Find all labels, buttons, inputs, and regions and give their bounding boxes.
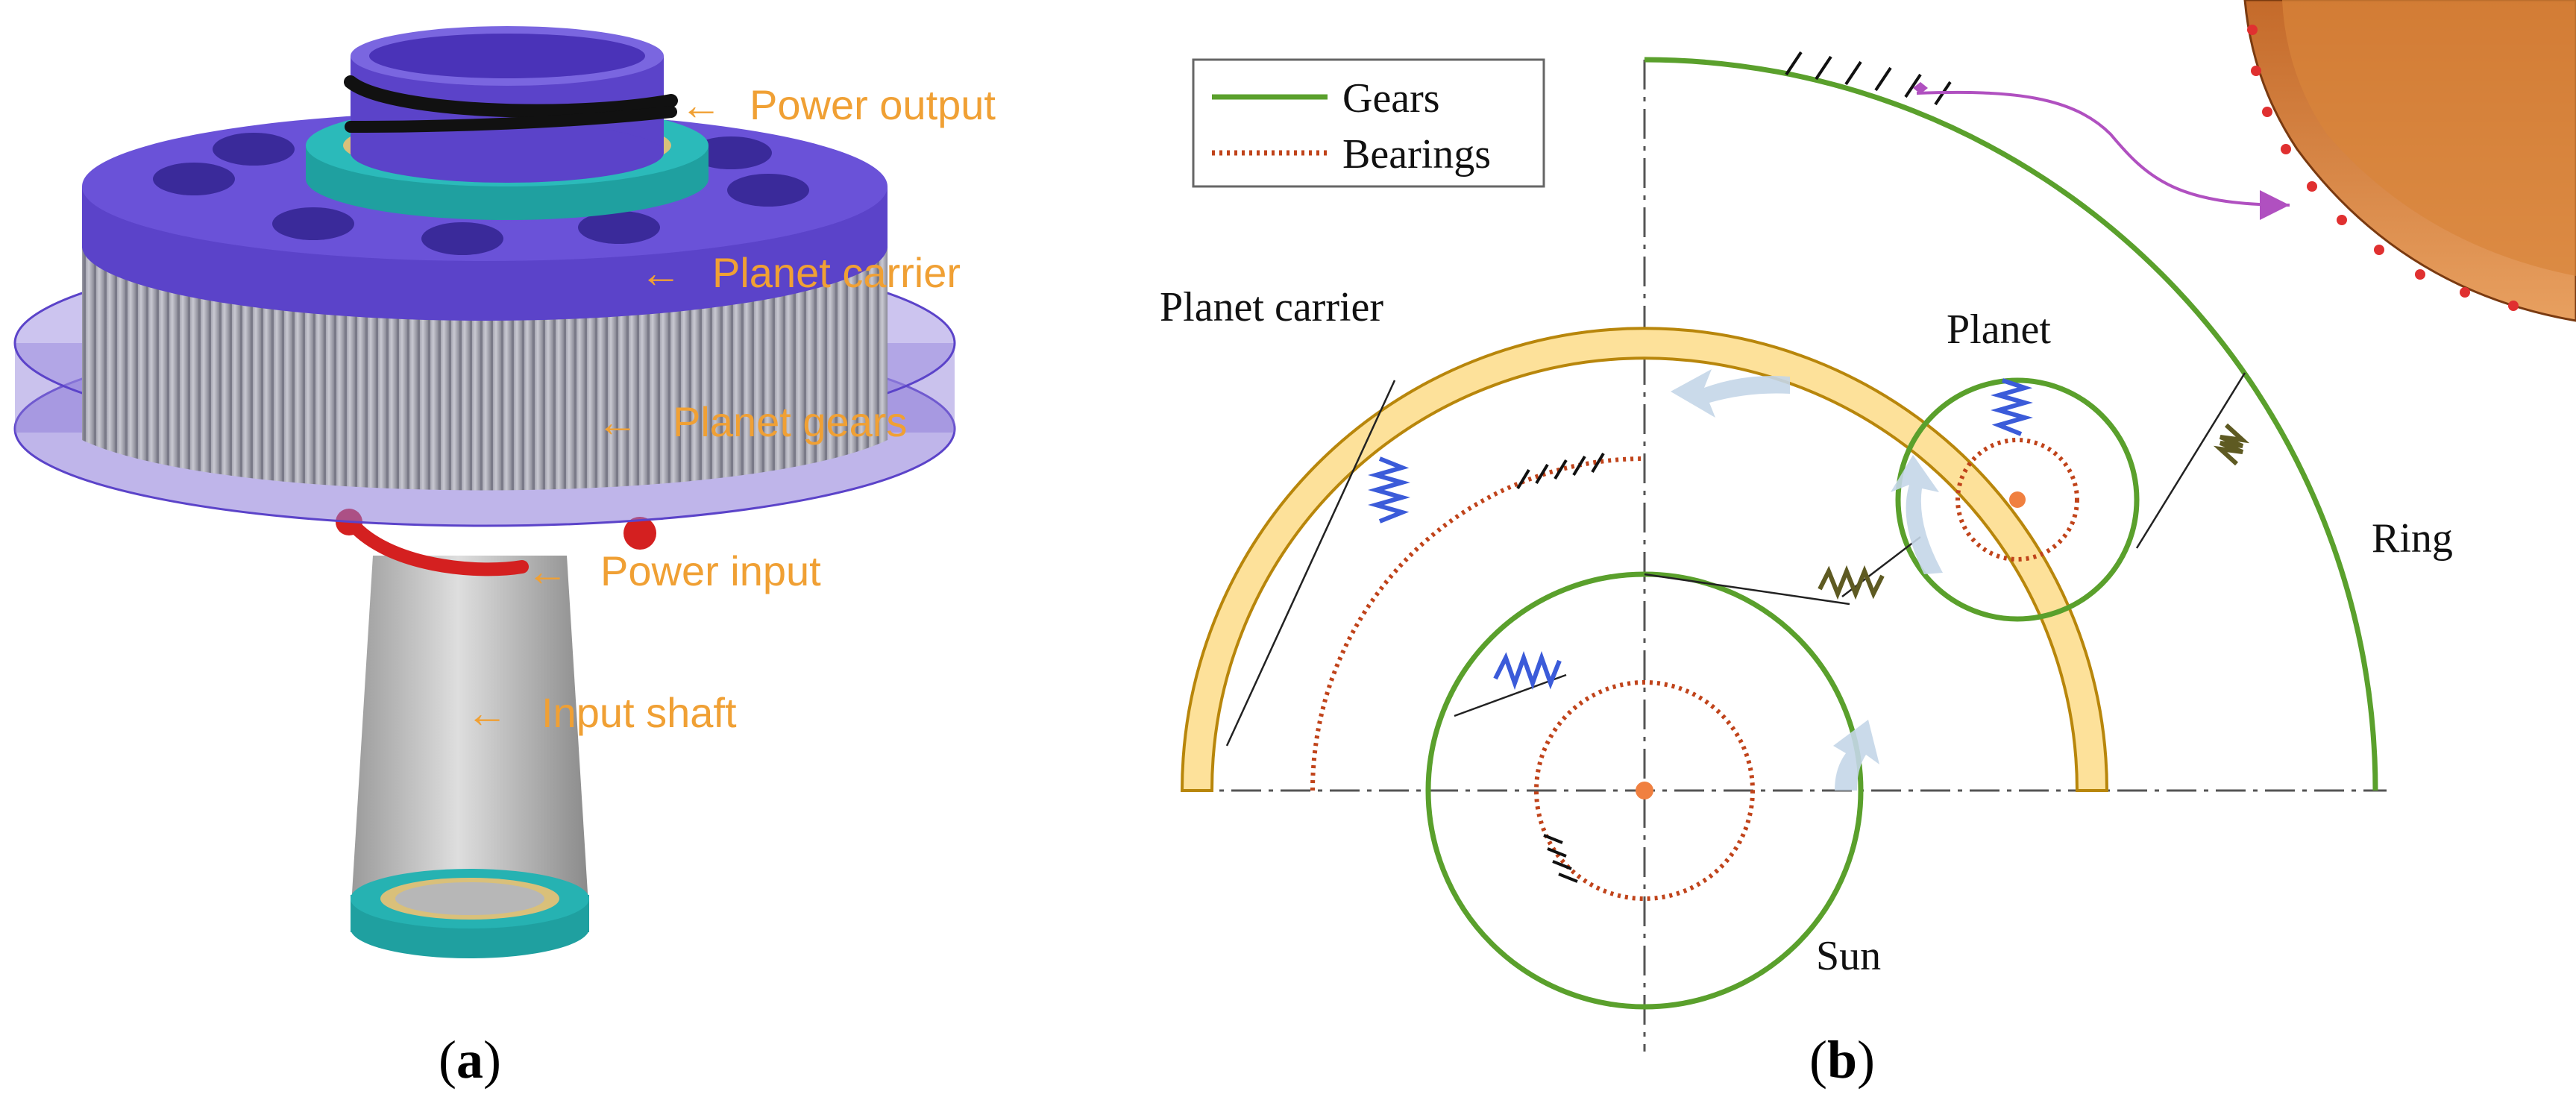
caption-b-open: ( (1809, 1030, 1827, 1090)
caption-b-close: ) (1857, 1030, 1875, 1090)
sun-bearing-circle (1534, 680, 1755, 901)
sun-bearing-hatch (1543, 834, 1578, 883)
ring-link-start (1913, 82, 1928, 94)
planet-carrier-band (1180, 327, 2109, 792)
rotation-arrows (1671, 369, 1943, 791)
caption-b: (b) (1809, 1030, 1875, 1090)
arrow-planet-gears: ← (597, 398, 638, 445)
spring-sun-planet-olive (1818, 565, 1885, 600)
label-power-input: Power input (600, 547, 821, 594)
spring-planet-blue (1991, 378, 2033, 436)
label-planet-gears: Planet gears (673, 398, 907, 445)
ring-ground-hatch (1785, 51, 1952, 106)
label-ring: Ring (2372, 515, 2453, 562)
legend-gears-label: Gears (1342, 75, 1440, 122)
legend-box (1192, 58, 1545, 188)
panel-a-3d-model: ← Power output ← Planet carrier ← Planet… (13, 26, 996, 1090)
spring-planet-ring-olive (2213, 423, 2250, 466)
caption-a: (a) (439, 1030, 501, 1090)
arrow-planet-carrier: ← (640, 249, 682, 296)
caption-b-letter: b (1827, 1030, 1857, 1090)
label-planet-carrier-b: Planet carrier (1160, 284, 1383, 330)
planet-center (2009, 491, 2026, 508)
ring-gear-arc (1644, 57, 2378, 791)
ring-link-arrow (1916, 90, 2290, 220)
label-power-output: Power output (750, 81, 996, 128)
carrier-bearing-arc (1310, 456, 1645, 791)
label-input-shaft: Input shaft (541, 689, 737, 736)
legend-bearings-label: Bearings (1342, 131, 1491, 177)
arrow-input-shaft: ← (466, 689, 508, 736)
caption-a-letter: a (456, 1030, 483, 1090)
legend: Gears Bearings (1192, 58, 1545, 188)
label-sun: Sun (1816, 933, 1881, 979)
label-planet: Planet (1947, 307, 2051, 353)
sun-center (1636, 782, 1653, 799)
label-planet-carrier: Planet carrier (712, 249, 961, 296)
planet-bearing-circle (1955, 438, 2079, 562)
panel-b-schematic: Gears Bearings Planet carrier Planet Rin… (1160, 0, 2576, 1090)
power-output-cylinder (344, 26, 678, 183)
arrow-power-output: ← (680, 81, 722, 128)
spring-carrier-blue (1368, 456, 1410, 524)
spring-sun-blue (1493, 650, 1562, 691)
caption-a-open: ( (439, 1030, 456, 1090)
spring-links (1225, 372, 2246, 747)
carrier-bearing-hatch (1516, 452, 1605, 490)
input-shaft-render (351, 556, 589, 958)
arrow-power-input: ← (527, 547, 568, 594)
ring-mesh-inset (2243, 0, 2576, 322)
caption-a-close: ) (483, 1030, 501, 1090)
planet-gear-circle (1895, 377, 2140, 622)
